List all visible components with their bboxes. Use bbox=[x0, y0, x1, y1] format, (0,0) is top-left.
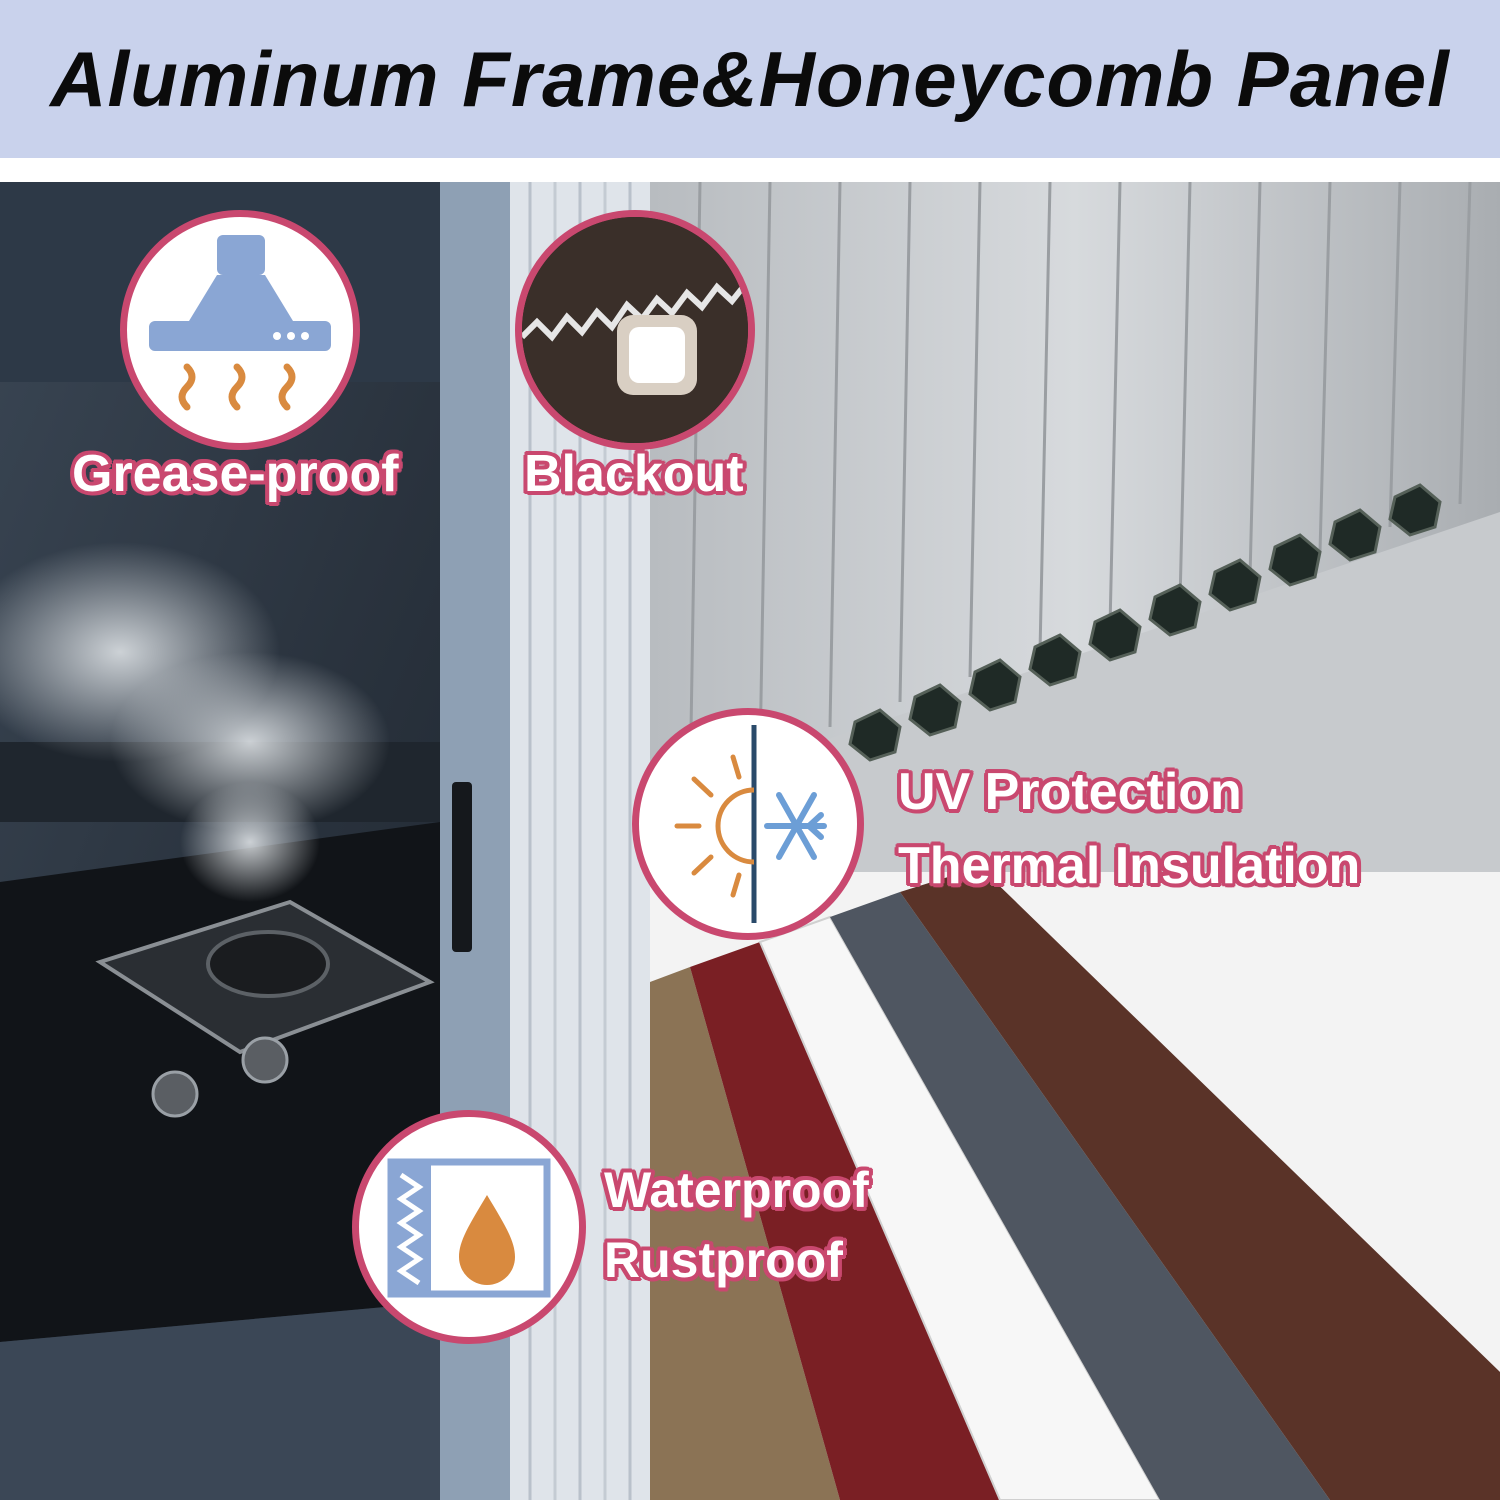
profile-bronze bbox=[650, 967, 840, 1500]
steam-cloud bbox=[180, 782, 320, 902]
uv-protection-label: UV Protection bbox=[898, 763, 1242, 821]
product-photo bbox=[0, 182, 1500, 1500]
uv-thermal-badge bbox=[632, 708, 864, 940]
grease-proof-badge bbox=[120, 210, 360, 450]
lower-cabinet bbox=[0, 1302, 440, 1500]
profile-woodgrain bbox=[690, 942, 1000, 1500]
burner-knob-right bbox=[241, 1036, 289, 1084]
profile-grey bbox=[830, 892, 1330, 1500]
page-title: Aluminum Frame&Honeycomb Panel bbox=[50, 34, 1450, 123]
blackout-light-icon bbox=[522, 217, 748, 443]
thermal-insulation-label: Thermal Insulation bbox=[898, 837, 1361, 895]
waterproof-label: Waterproof bbox=[604, 1162, 869, 1218]
burner-ring bbox=[206, 930, 330, 998]
sun-snowflake-icon bbox=[674, 725, 827, 923]
range-hood-icon bbox=[149, 235, 331, 411]
waterproof-badge bbox=[352, 1110, 586, 1344]
door-handle bbox=[452, 782, 472, 952]
honeycomb-shade bbox=[650, 182, 1500, 822]
photo-background bbox=[0, 182, 1500, 1500]
water-drop-icon bbox=[387, 1158, 551, 1298]
rustproof-label: Rustproof bbox=[604, 1232, 843, 1288]
grease-proof-label: Grease-proof bbox=[72, 445, 399, 503]
profile-white bbox=[758, 915, 1162, 1500]
steam-cloud bbox=[110, 652, 390, 832]
honeycomb-cells bbox=[848, 483, 1442, 762]
burner-knob-left bbox=[151, 1070, 199, 1118]
header-banner: Aluminum Frame&Honeycomb Panel bbox=[0, 0, 1500, 158]
blackout-label: Blackout bbox=[524, 445, 744, 503]
profile-brown bbox=[900, 867, 1500, 1500]
blackout-badge bbox=[515, 210, 755, 450]
